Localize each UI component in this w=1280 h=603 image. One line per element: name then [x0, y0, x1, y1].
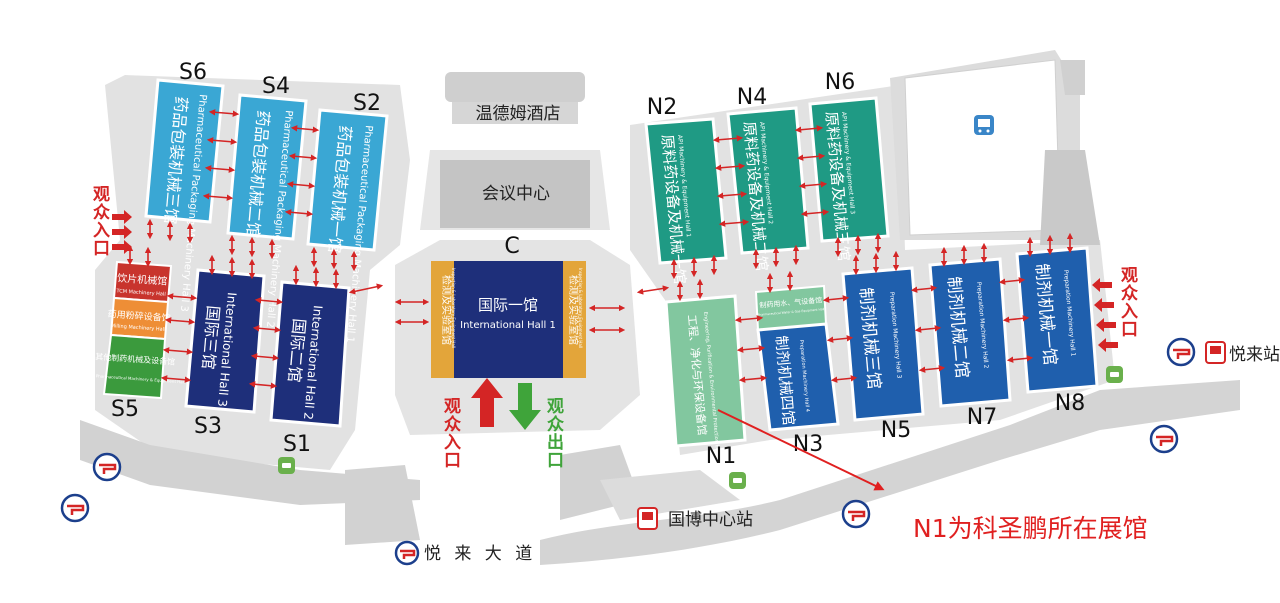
rail-station-icon — [637, 341, 1226, 530]
code-n4: N4 — [737, 85, 767, 110]
annotation-pointer — [717, 409, 885, 491]
code-s6: S6 — [179, 60, 207, 85]
hall-c-cn: 国际一馆 — [478, 296, 538, 314]
hall-n3-top-en: Pharmaceutical Water & Gas Equipment Hal… — [757, 307, 824, 317]
exit-label-center: 观众出口 — [543, 397, 563, 469]
hall-s5-2-en: Milling Machinery Hall — [110, 323, 165, 333]
entrance-label-center: 观众入口 — [440, 397, 460, 469]
entrance-arrows-right — [1092, 278, 1118, 352]
code-n1: N1 — [706, 444, 736, 469]
code-n2: N2 — [647, 95, 677, 120]
entrance-label-right: 观众入口 — [1117, 266, 1137, 338]
hotel-label: 温德姆酒店 — [476, 104, 561, 124]
code-c: C — [504, 234, 519, 259]
code-s2: S2 — [353, 91, 381, 116]
hall-n3[interactable]: 制药用水、气设备馆 Pharmaceutical Water & Gas Equ… — [754, 284, 840, 432]
hall-n4[interactable]: API Machinery & Equipment Hall 2 原料药设备及机… — [726, 106, 810, 272]
code-s3: S3 — [194, 414, 222, 439]
entrance-label-left: 观众入口 — [89, 185, 109, 257]
main-entrance-arrow — [471, 378, 503, 427]
hall-s3[interactable]: International Hall 3 国际三馆 — [184, 268, 266, 414]
hall-s5[interactable]: 饮片机械馆 TCM Machinery Hall 药用粉碎设备馆 Milling… — [83, 260, 185, 400]
hall-c-right-en: Inspection & Laboratory Equipment Hall — [578, 268, 583, 348]
hall-n8[interactable]: 制剂机械一馆 Preparation Machinery Hall 1 — [1015, 246, 1099, 394]
code-s5: S5 — [111, 397, 139, 422]
hall-n6[interactable]: API Machinery & Equipment Hall 3 原料药设备及机… — [808, 96, 890, 262]
annotation-text: N1为科圣鹏所在展馆 — [913, 514, 1148, 543]
station-guobo-label: 国博中心站 — [668, 510, 753, 530]
hall-c[interactable]: 国际一馆 International Hall 1 检测及实验室馆 Inspec… — [431, 261, 586, 378]
hall-c-left-cn: 检测及实验室馆 — [440, 275, 453, 345]
code-n6: N6 — [825, 70, 855, 95]
code-n8: N8 — [1055, 391, 1085, 416]
entrance-arrows-left — [112, 210, 132, 254]
parking-icon — [278, 366, 1123, 489]
hall-s5-1-cn: 饮片机械馆 — [117, 271, 168, 287]
hall-c-right-cn: 检测及实验室馆 — [567, 275, 580, 345]
code-s4: S4 — [262, 74, 290, 99]
conference-center-label: 会议中心 — [482, 184, 550, 204]
hall-n2[interactable]: API Machinery & Equipment Hall 1 原料药设备及机… — [644, 117, 728, 285]
hall-c-left-en: Inspection & Laboratory Equipment Hall — [451, 268, 456, 348]
road-name-label: 悦 来 大 道 — [424, 544, 536, 564]
connector-arrows — [126, 109, 1074, 389]
code-n5: N5 — [881, 418, 911, 443]
station-yuelai-label: 悦来站 — [1229, 345, 1280, 365]
code-s1: S1 — [283, 432, 311, 457]
metro-logo-icon — [60, 337, 1196, 566]
hall-n7[interactable]: 制剂机械二馆 Preparation Machinery Hall 2 — [928, 257, 1012, 408]
main-exit-arrow — [509, 383, 541, 430]
hall-s2[interactable]: Pharmaceutical Packaging Machinery Hall … — [306, 108, 389, 343]
hall-n1[interactable]: 工程、净化与环保设备馆 Engineering, Purification & … — [664, 294, 747, 483]
bus-icon — [974, 115, 994, 135]
hall-n5[interactable]: 制剂机械三馆 Preparation Machinery Hall 3 — [841, 266, 925, 422]
hall-c-en: International Hall 1 — [460, 320, 556, 331]
hall-s1[interactable]: International Hall 2 国际二馆 — [269, 280, 351, 428]
code-n7: N7 — [967, 405, 997, 430]
hall-s5-1-en: TCM Machinery Hall — [115, 288, 166, 297]
